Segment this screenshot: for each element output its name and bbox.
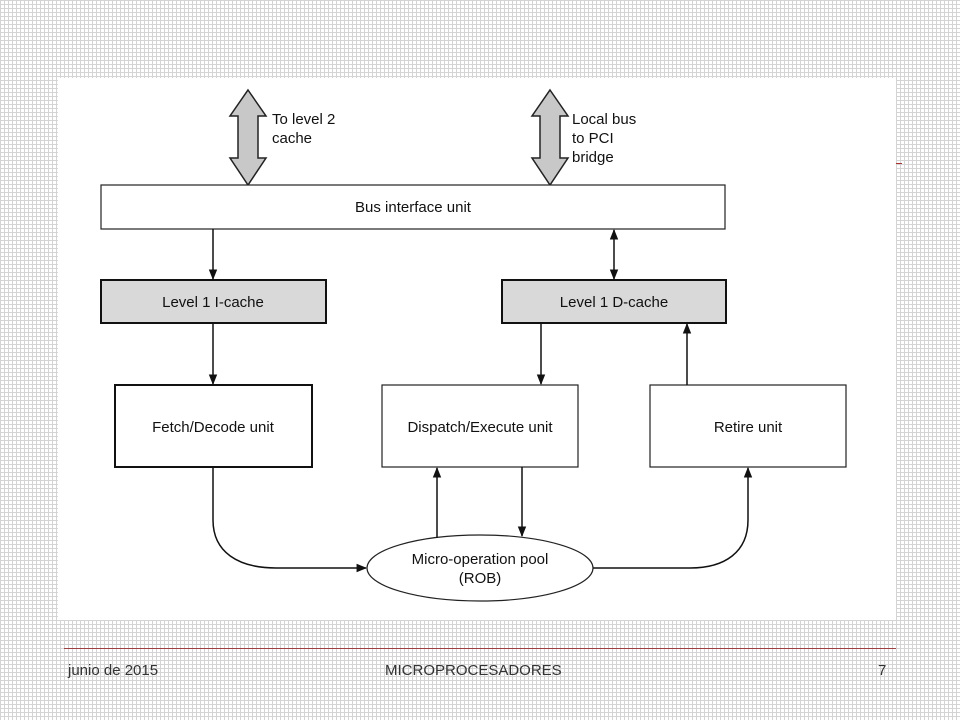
- l1-dcache-box: [501, 279, 727, 324]
- retire-unit-box: [649, 384, 847, 468]
- retire-unit-label: Retire unit: [714, 419, 783, 436]
- fetch-decode-unit-label: Fetch/Decode unit: [152, 419, 275, 436]
- bus-interface-unit-box: [100, 184, 726, 230]
- pool-to-retire-arrow: [593, 466, 753, 569]
- l2-label-line2: cache: [272, 130, 312, 147]
- diagram-panel: [58, 78, 896, 620]
- micro-op-pool-label-line2: (ROB): [459, 570, 502, 587]
- footer-date: junio de 2015: [68, 662, 159, 679]
- l1-dcache-label: Level 1 D-cache: [560, 294, 668, 311]
- l2-cache-double-arrow: [228, 88, 268, 187]
- micro-op-pool-ellipse: [366, 534, 594, 602]
- l1-icache-label: Level 1 I-cache: [162, 294, 264, 311]
- dispatch-execute-unit-box: [381, 384, 579, 468]
- fetch-to-pool-arrow: [212, 467, 368, 573]
- l1-icache-box: [100, 279, 327, 324]
- pci-bus-double-arrow: [530, 88, 570, 187]
- l2-label-line1: To level 2: [272, 111, 335, 128]
- bus-interface-unit-label: Bus interface unit: [355, 199, 472, 216]
- pci-label-line1: Local bus: [572, 111, 636, 128]
- pci-label-line2: to PCI: [572, 130, 614, 147]
- footer-page-number: 7: [878, 662, 887, 679]
- footer-divider: [64, 648, 896, 649]
- dispatch-execute-unit-label: Dispatch/Execute unit: [407, 419, 553, 436]
- pci-label-line3: bridge: [572, 149, 614, 166]
- footer-title: MICROPROCESADORES: [385, 662, 562, 679]
- micro-op-pool-label-line1: Micro-operation pool: [412, 551, 549, 568]
- decorative-tick: [896, 163, 902, 164]
